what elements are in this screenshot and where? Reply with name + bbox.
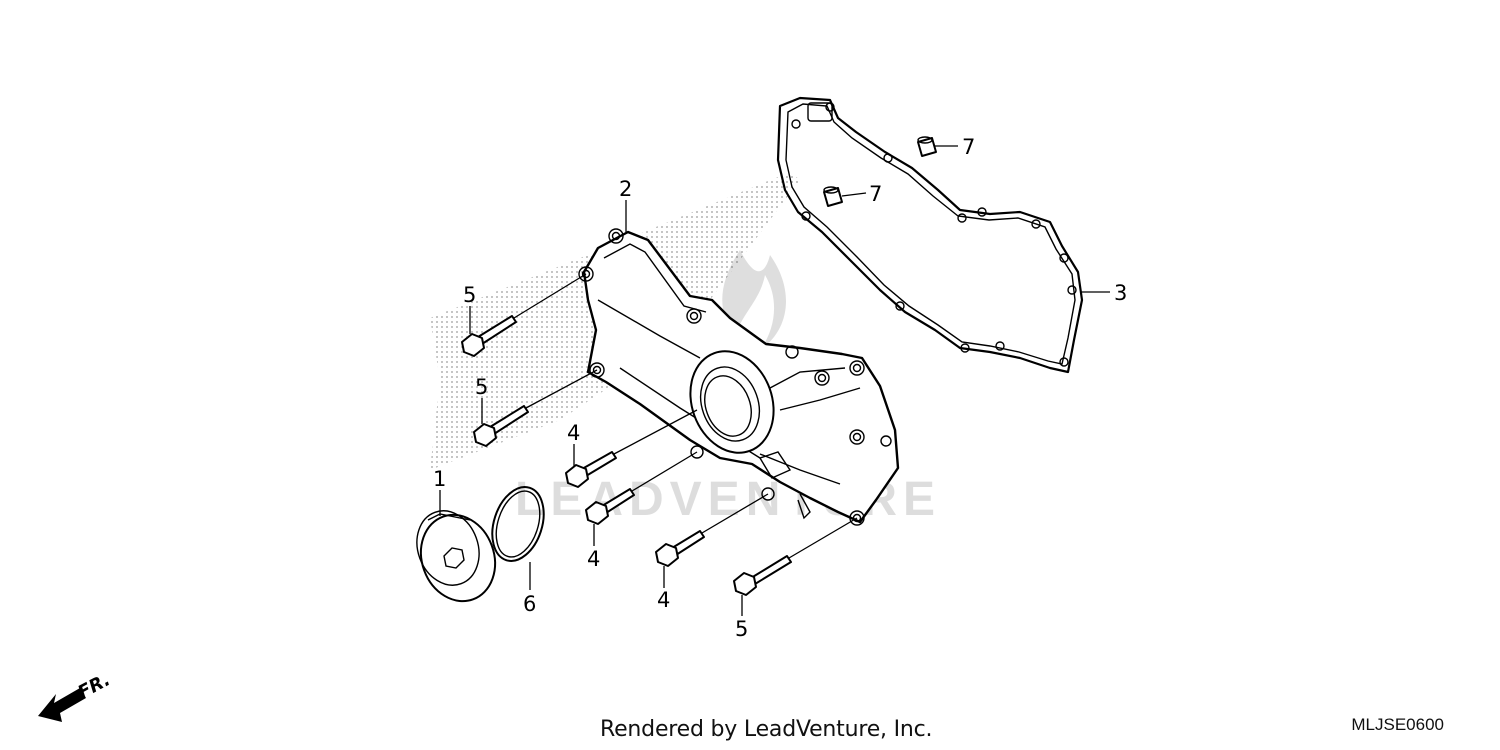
front-direction-arrow: FR. xyxy=(38,669,114,722)
diagram-code: MLJSE0600 xyxy=(1351,715,1444,734)
callout-4-upper: 4 xyxy=(567,421,580,445)
callout-6: 6 xyxy=(523,592,536,616)
bolt-part-5-upper[interactable] xyxy=(461,273,587,357)
callout-3: 3 xyxy=(1114,281,1127,305)
callout-5-middle: 5 xyxy=(475,375,488,399)
callout-4-lower: 4 xyxy=(657,588,670,612)
callout-5-upper: 5 xyxy=(463,283,476,307)
bolt-part-4-middle[interactable] xyxy=(585,451,698,525)
bolt-part-5-middle[interactable] xyxy=(473,369,598,447)
bolt-part-4-upper[interactable] xyxy=(565,409,698,488)
bolt-part-5-lower[interactable] xyxy=(733,517,858,596)
dowel-pin-part-7-upper[interactable] xyxy=(917,136,937,157)
dowel-pin-part-7-lower[interactable] xyxy=(823,186,843,207)
gasket-part-3[interactable] xyxy=(776,96,1084,374)
callout-7-upper: 7 xyxy=(962,135,975,159)
o-ring-part-6[interactable] xyxy=(483,480,552,567)
cover-part-2[interactable] xyxy=(578,228,900,526)
callout-1: 1 xyxy=(433,467,446,491)
callout-4-middle: 4 xyxy=(587,547,600,571)
callout-5-lower: 5 xyxy=(735,617,748,641)
callout-2: 2 xyxy=(619,177,632,201)
callout-leaders xyxy=(439,145,1110,616)
rendered-by-credit: Rendered by LeadVenture, Inc. xyxy=(600,717,933,742)
cap-part-1[interactable] xyxy=(407,502,507,612)
callout-7-lower: 7 xyxy=(869,182,882,206)
bolt-part-4-lower[interactable] xyxy=(655,493,769,567)
